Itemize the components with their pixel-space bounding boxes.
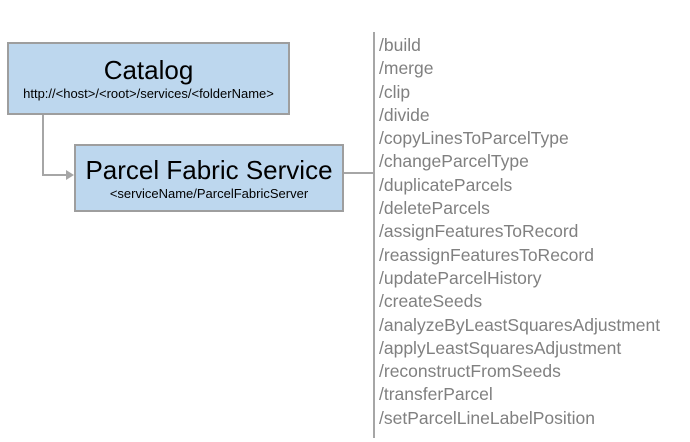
catalog-title: Catalog — [103, 55, 194, 85]
endpoint-item: /changeParcelType — [379, 151, 529, 172]
connector-horizontal-segment — [42, 174, 67, 176]
catalog-node: Catalog http://<host>/<root>/services/<f… — [7, 42, 290, 115]
endpoint-item: /applyLeastSquaresAdjustment — [379, 337, 622, 358]
endpoint-item: /transferParcel — [379, 384, 493, 405]
catalog-url-template: http://<host>/<root>/services/<folderNam… — [23, 86, 274, 101]
endpoint-item: /analyzeByLeastSquaresAdjustment — [379, 314, 661, 335]
endpoint-item: /reassignFeaturesToRecord — [379, 244, 594, 265]
connector-to-endpoint-list — [344, 172, 373, 174]
connector-vertical-segment — [42, 115, 44, 176]
endpoint-item: /duplicateParcels — [379, 174, 513, 195]
endpoint-list-divider — [373, 32, 375, 438]
endpoint-item: /clip — [379, 81, 411, 102]
endpoint-item: /updateParcelHistory — [379, 267, 542, 288]
endpoint-item: /copyLinesToParcelType — [379, 128, 569, 149]
endpoint-item: /merge — [379, 58, 434, 79]
endpoint-item: /build — [379, 35, 421, 55]
endpoint-item: /assignFeaturesToRecord — [379, 221, 579, 242]
endpoint-item: /createSeeds — [379, 291, 483, 312]
endpoint-item: /deleteParcels — [379, 198, 490, 219]
parcel-fabric-service-url-template: <serviceName/ParcelFabricServer — [109, 185, 309, 201]
parcel-fabric-service-node: Parcel Fabric Service <serviceName/Parce… — [74, 144, 344, 212]
arrowhead-icon — [66, 170, 74, 180]
parcel-fabric-service-title: Parcel Fabric Service — [85, 154, 333, 185]
endpoint-item: /setParcelLineLabelPosition — [379, 407, 595, 428]
endpoint-list: /build/merge/clip/divide/copyLinesToParc… — [379, 34, 660, 430]
endpoint-item: /reconstructFromSeeds — [379, 361, 561, 382]
endpoint-item: /divide — [379, 104, 430, 125]
